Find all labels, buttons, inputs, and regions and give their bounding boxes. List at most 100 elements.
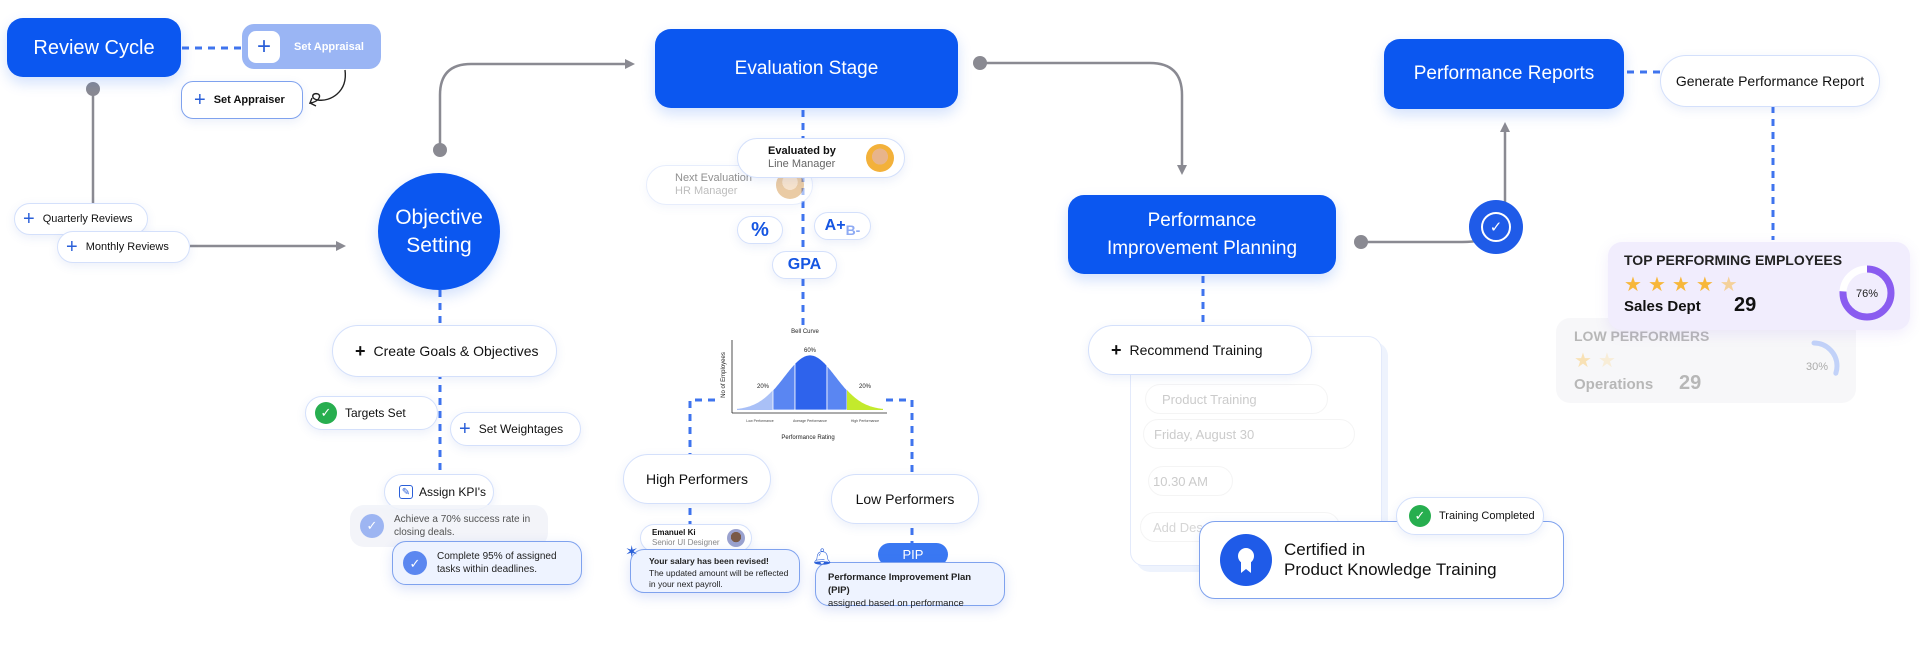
bell-share-label: 20% [757,384,770,390]
low-percent-ring: 30% [1788,340,1840,392]
edit-icon: ✎ [399,485,413,499]
bell-curve-xlabel: Performance Rating [781,435,834,441]
line-manager-avatar [866,144,894,172]
targets-set-label: Targets Set [345,406,406,420]
recommend-training-label: Recommend Training [1129,342,1263,358]
assign-kpis-label: Assign KPI's [419,485,486,499]
next-evaluation-label: Next Evaluation [675,172,753,184]
assign-kpis-button[interactable]: ✎ Assign KPI's [384,474,494,510]
plus-icon: + [66,236,78,258]
check-icon: ✓ [403,551,427,575]
grade-sub: B- [845,222,861,238]
gpa-metric: GPA [772,251,837,279]
party-icon: ✶ [625,544,639,561]
star-icon: ★ [1647,274,1666,296]
quarterly-reviews-label: Quarterly Reviews [42,213,133,225]
training-name-field[interactable]: Product Training [1145,384,1328,414]
top-count: 29 [1734,294,1757,316]
set-appraiser-label: Set Appraiser [213,94,285,106]
objective-setting-line2: Setting [406,233,472,257]
low-percent-label: 30% [1806,361,1828,373]
salary-body: The updated amount will be reflected in … [649,568,789,589]
pip-title: Performance Improvement Plan (PIP) [828,572,972,596]
set-appraisal-label: Set Appraisal [294,40,364,53]
employee-role: Senior UI Designer [652,538,720,547]
training-completed-label: Training Completed [1439,510,1535,522]
objective-setting-line1: Objective [395,205,483,229]
performance-reports-stage[interactable]: Performance Reports [1384,39,1624,109]
top-rating-stars: ★★★★★ [1624,272,1910,296]
percent-label: % [751,218,769,241]
evaluated-by-role: Line Manager [768,158,836,170]
grade-main: A+ [824,217,846,234]
dashed-links [182,46,1775,544]
objective-setting-stage[interactable]: Objective Setting [378,173,500,290]
evaluation-stage[interactable]: Evaluation Stage [655,29,958,108]
plus-icon: + [355,341,366,361]
next-evaluation-role: HR Manager [675,185,738,197]
training-time-field[interactable]: 10.30 AM [1148,466,1233,496]
pip-badge-label: PIP [902,547,924,562]
salary-title: Your salary has been revised! [649,556,769,566]
check-icon: ✓ [360,514,384,538]
monthly-reviews-button[interactable]: + Monthly Reviews [57,231,190,263]
connector-objective-to-evaluation [433,59,635,157]
set-appraisal-button[interactable]: + Set Appraisal [242,24,381,69]
bell-curve-title: Bell Curve [791,329,819,335]
low-rating-stars: ★★ [1574,348,1856,372]
curly-arrow [308,69,346,107]
set-weightages-label: Set Weightages [478,422,564,436]
performance-improvement-planning-stage[interactable]: Performance Improvement Planning [1068,195,1336,274]
create-goals-label: Create Goals & Objectives [373,343,539,359]
recommend-training-button[interactable]: + Recommend Training [1088,325,1312,375]
pip-badge: PIP [878,543,948,566]
plus-icon: + [248,30,280,63]
top-percent-label: 76% [1856,288,1878,300]
training-time-value: 10.30 AM [1153,473,1208,489]
evaluated-by-label: Evaluated by [768,145,836,157]
top-percent-ring: 76% [1839,265,1895,321]
grade-metric: A+ B- [814,212,871,240]
star-icon: ★ [1671,274,1690,296]
training-date-field[interactable]: Friday, August 30 [1143,419,1355,449]
check-icon: ✓ [315,402,337,424]
training-date-value: Friday, August 30 [1154,426,1255,442]
bell-icon: 🔔︎ [812,549,833,566]
bell-curve-ylabel: No of Employees [721,352,727,398]
kpi-1-text: Achieve a 70% success rate in closing de… [394,514,531,538]
award-icon [1220,534,1272,586]
certificate-line1: Certified in [1284,540,1366,559]
half-star-icon: ★ [1719,274,1738,296]
percentage-metric: % [737,216,783,244]
pip-body: assigned based on performance [828,598,964,609]
employee-avatar [727,529,745,547]
low-performers-node[interactable]: Low Performers [831,474,979,524]
low-performers-title: LOW PERFORMERS [1574,328,1710,344]
low-performers-card: LOW PERFORMERS ★★ Operations 29 30% [1556,318,1856,403]
low-count: 29 [1679,372,1702,394]
top-performers-card: TOP PERFORMING EMPLOYEES ★★★★★ Sales Dep… [1608,242,1910,330]
quarterly-reviews-button[interactable]: + Quarterly Reviews [14,203,148,235]
salary-notification: ✶ Your salary has been revised! The upda… [625,545,800,593]
bell-segment-average-2 [826,364,848,411]
review-cycle-label: Review Cycle [33,36,155,59]
bell-segment-average-1 [794,354,828,411]
check-icon: ✓ [1409,505,1431,527]
connector-evaluation-to-pip [973,56,1187,175]
evaluated-by-card: Evaluated by Line Manager [737,138,905,178]
star-icon: ★ [1695,274,1714,296]
create-goals-button[interactable]: + Create Goals & Objectives [332,325,557,377]
high-performers-node[interactable]: High Performers [623,454,771,504]
generate-report-label: Generate Performance Report [1675,73,1865,89]
kpi-item-1: ✓ Achieve a 70% success rate in closing … [350,505,548,547]
bell-share-label: 20% [859,384,872,390]
employee-name: Emanuel Ki [652,528,696,537]
star-icon: ★ [1574,350,1592,372]
plus-icon: + [23,208,35,230]
pip-notification: 🔔︎ Performance Improvement Plan (PIP) as… [812,550,1005,609]
generate-report-button[interactable]: Generate Performance Report [1660,55,1880,107]
set-appraiser-button[interactable]: + Set Appraiser [181,81,303,119]
review-cycle-stage[interactable]: Review Cycle [7,18,181,77]
plus-icon: + [459,418,471,440]
set-weightages-button[interactable]: + Set Weightages [450,412,581,446]
